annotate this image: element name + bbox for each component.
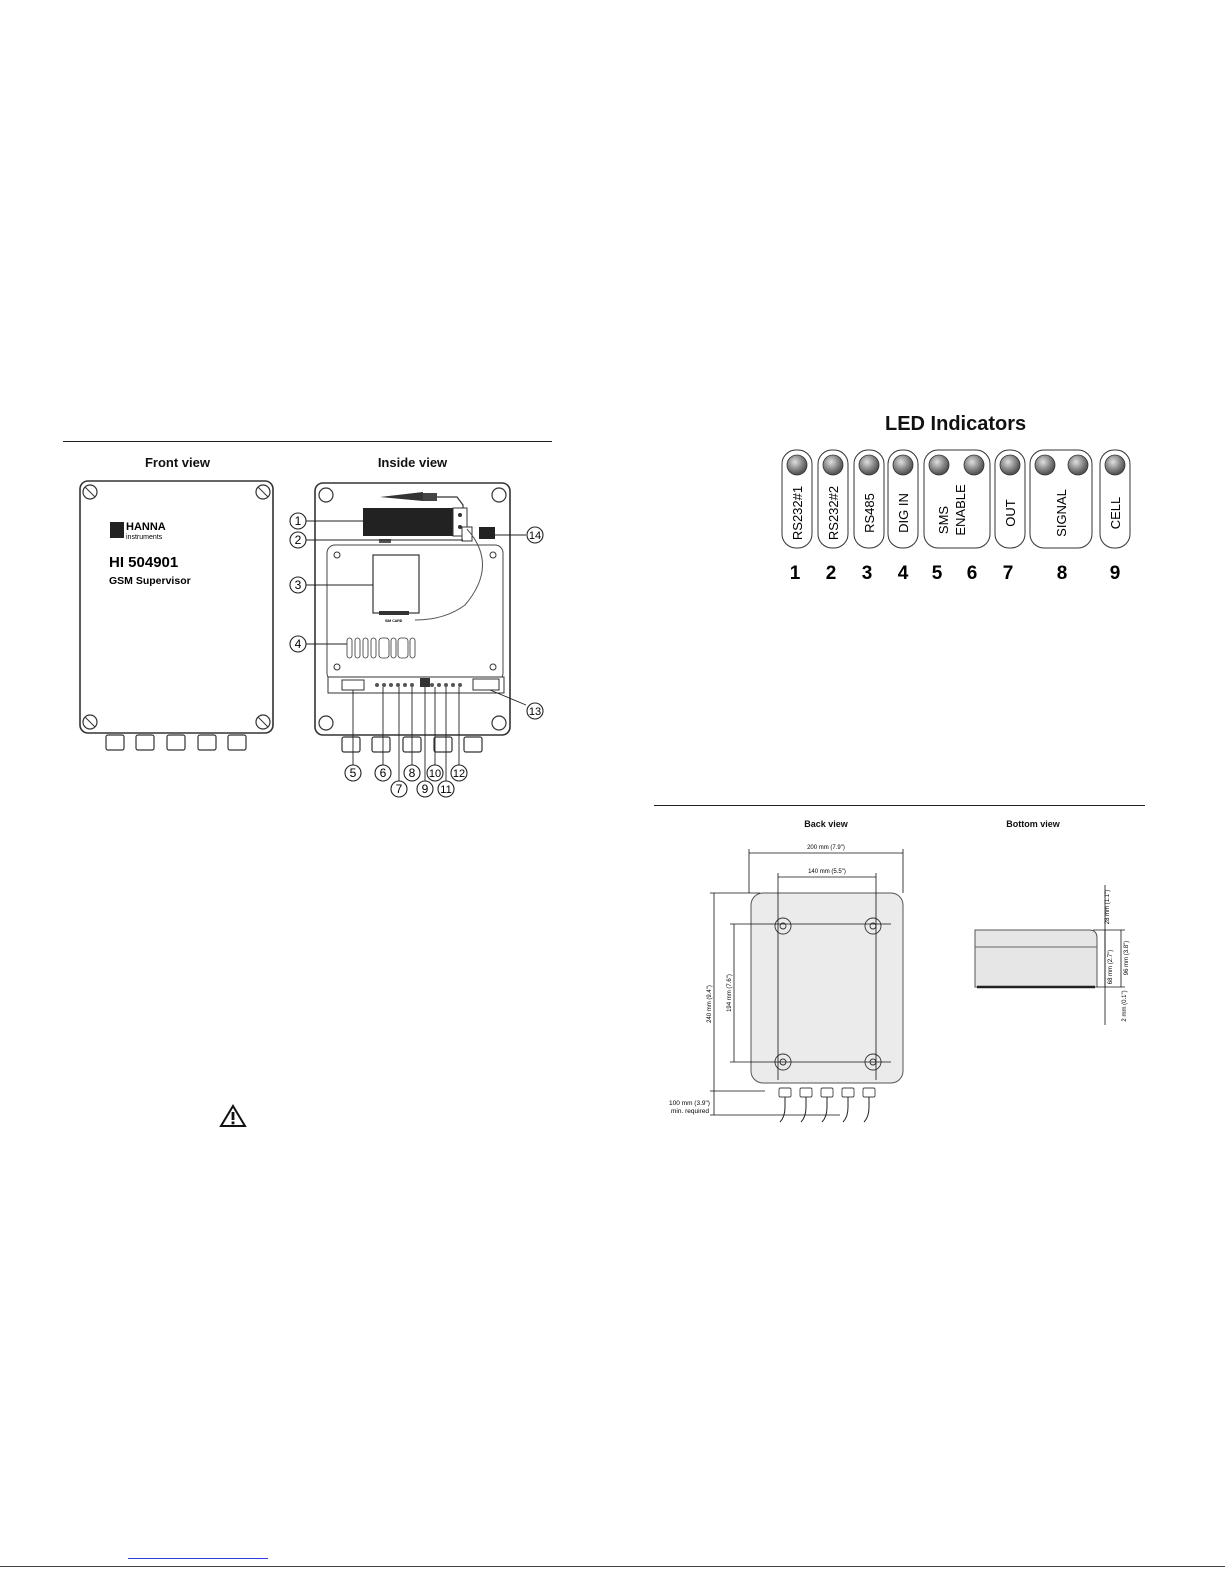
top-rule-right xyxy=(654,805,1145,806)
callout-11: 11 xyxy=(440,784,451,796)
led-label-enable: ENABLE xyxy=(953,484,968,536)
dim-width-outer: 200 mm (7.9") xyxy=(807,845,845,851)
led-label-rs232-2: RS232#2 xyxy=(826,486,841,540)
led-label-signal: SIGNAL xyxy=(1054,489,1069,537)
led-5 xyxy=(928,454,950,476)
callout-6: 6 xyxy=(380,766,387,780)
led-number-2: 2 xyxy=(826,563,837,584)
product-name: GSM Supervisor xyxy=(109,575,191,587)
front-view-heading: Front view xyxy=(144,455,210,470)
callout-14: 14 xyxy=(529,530,541,542)
dim-depth-top: 28 mm (1.1") xyxy=(1105,890,1111,924)
led-pill-rs232-1 xyxy=(781,449,813,549)
led-2 xyxy=(822,454,844,476)
callout-9: 9 xyxy=(422,782,429,796)
callout-4: 4 xyxy=(295,637,302,651)
led-pill-cell xyxy=(1099,449,1131,549)
led-6 xyxy=(963,454,985,476)
led-label-rs232-1: RS232#1 xyxy=(790,486,805,540)
brand-logo-text: HANNA xyxy=(126,521,166,533)
dim-depth-total: 96 mm (3.8") xyxy=(1124,941,1130,975)
led-9 xyxy=(1104,454,1126,476)
dim-clearance-note: min. required xyxy=(671,1108,709,1115)
led-8b xyxy=(1067,454,1089,476)
led-pill-dig-in xyxy=(887,449,919,549)
led-number-3: 3 xyxy=(862,563,873,584)
back-view-heading: Back view xyxy=(804,819,848,829)
warning-icon xyxy=(219,1104,247,1127)
led-indicators-title: LED Indicators xyxy=(885,413,1027,435)
led-label-rs485: RS485 xyxy=(862,493,877,533)
dim-depth-bottom: 2 mm (0.1") xyxy=(1122,990,1128,1021)
led-pill-rs485 xyxy=(853,449,885,549)
led-8a xyxy=(1034,454,1056,476)
led-pill-out xyxy=(994,449,1026,549)
dim-depth-inner: 68 mm (2.7") xyxy=(1108,950,1114,984)
dim-clearance: 100 mm (3.9") xyxy=(669,1100,710,1107)
led-number-4: 4 xyxy=(898,563,909,584)
back-view-dimension-drawing: 200 mm (7.9") 140 mm (5.5") 240 mm (9.4"… xyxy=(669,845,904,1123)
callout-5: 5 xyxy=(350,766,357,780)
footer-rule xyxy=(0,1566,1225,1567)
callout-1: 1 xyxy=(295,514,302,528)
top-rule-left xyxy=(63,441,552,442)
led-number-1: 1 xyxy=(790,563,801,584)
brand-logo-subtext: instruments xyxy=(126,534,163,541)
led-pill-rs232-2 xyxy=(817,449,849,549)
bottom-view-heading: Bottom view xyxy=(1006,819,1060,829)
callout-7: 7 xyxy=(396,782,403,796)
led-indicators-diagram: RS232#1 RS232#2 RS485 DIG IN SMS ENABLE … xyxy=(781,449,1131,584)
dim-height-inner: 194 mm (7.6") xyxy=(727,974,733,1012)
led-number-7: 7 xyxy=(1003,563,1014,584)
callout-8: 8 xyxy=(409,766,416,780)
inside-view-diagram: SIM CARD xyxy=(289,482,544,798)
dim-width-inner: 140 mm (5.5") xyxy=(808,869,846,875)
led-number-9: 9 xyxy=(1110,563,1121,584)
led-1 xyxy=(786,454,808,476)
footer-link-underline xyxy=(128,1558,268,1559)
model-number: HI 504901 xyxy=(109,554,178,571)
callout-13: 13 xyxy=(529,706,541,718)
led-3 xyxy=(858,454,880,476)
callout-3: 3 xyxy=(295,578,302,592)
callout-10: 10 xyxy=(429,768,441,780)
led-number-8: 8 xyxy=(1057,563,1068,584)
sim-card-label: SIM CARD xyxy=(385,619,403,623)
bottom-view-dimension-drawing: 28 mm (1.1") 68 mm (2.7") 96 mm (3.8") 2… xyxy=(974,885,1130,1025)
led-label-cell: CELL xyxy=(1108,497,1123,530)
led-4 xyxy=(892,454,914,476)
led-label-dig-in: DIG IN xyxy=(896,493,911,533)
dim-height-outer: 240 mm (9.4") xyxy=(707,985,713,1023)
led-label-sms: SMS xyxy=(936,506,951,535)
led-label-out: OUT xyxy=(1003,499,1018,527)
led-number-5: 5 xyxy=(932,563,943,584)
led-7 xyxy=(999,454,1021,476)
led-number-6: 6 xyxy=(967,563,978,584)
front-view-enclosure: HANNA instruments HI 504901 GSM Supervis… xyxy=(79,480,274,751)
inside-view-heading: Inside view xyxy=(377,455,448,470)
callout-2: 2 xyxy=(295,533,302,547)
callout-12: 12 xyxy=(453,768,465,780)
